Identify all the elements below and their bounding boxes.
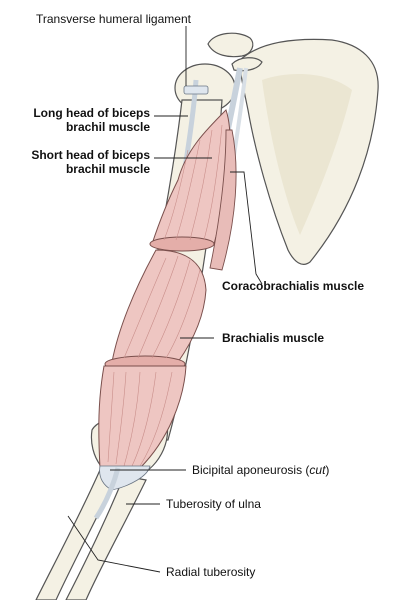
biceps-cut-surface xyxy=(149,236,215,252)
label-bicipital-aponeurosis: Bicipital aponeurosis (cut) xyxy=(192,463,329,477)
acromion xyxy=(207,32,254,58)
label-long-head-line2: brachil muscle xyxy=(65,120,150,134)
label-bicipital-close: ) xyxy=(325,463,330,477)
transverse-humeral-ligament xyxy=(183,85,209,95)
brachialis xyxy=(111,249,207,363)
scapula-shade xyxy=(262,74,352,235)
muscle-striations xyxy=(107,124,223,467)
label-short-head-line2: brachil muscle xyxy=(65,162,150,176)
label-brachialis: Brachialis muscle xyxy=(222,331,325,345)
label-long-head-line1: Long head of biceps xyxy=(33,106,150,120)
label-coracobrachialis: Coracobrachialis muscle xyxy=(222,279,365,293)
coracobrachialis xyxy=(209,129,237,271)
label-tuberosity-of-ulna: Tuberosity of ulna xyxy=(166,497,261,511)
ulna xyxy=(65,475,147,600)
label-transverse-humeral-ligament: Transverse humeral ligament xyxy=(36,12,191,26)
label-short-head-line1: Short head of biceps xyxy=(31,148,150,162)
biceps-distal-tendon xyxy=(93,467,121,520)
label-bicipital-cut: cut xyxy=(309,463,326,477)
label-bicipital-main: Bicipital aponeurosis ( xyxy=(192,463,310,477)
biceps-lower xyxy=(98,365,187,469)
leader-lines xyxy=(67,26,263,573)
label-radial-tuberosity: Radial tuberosity xyxy=(166,565,256,579)
